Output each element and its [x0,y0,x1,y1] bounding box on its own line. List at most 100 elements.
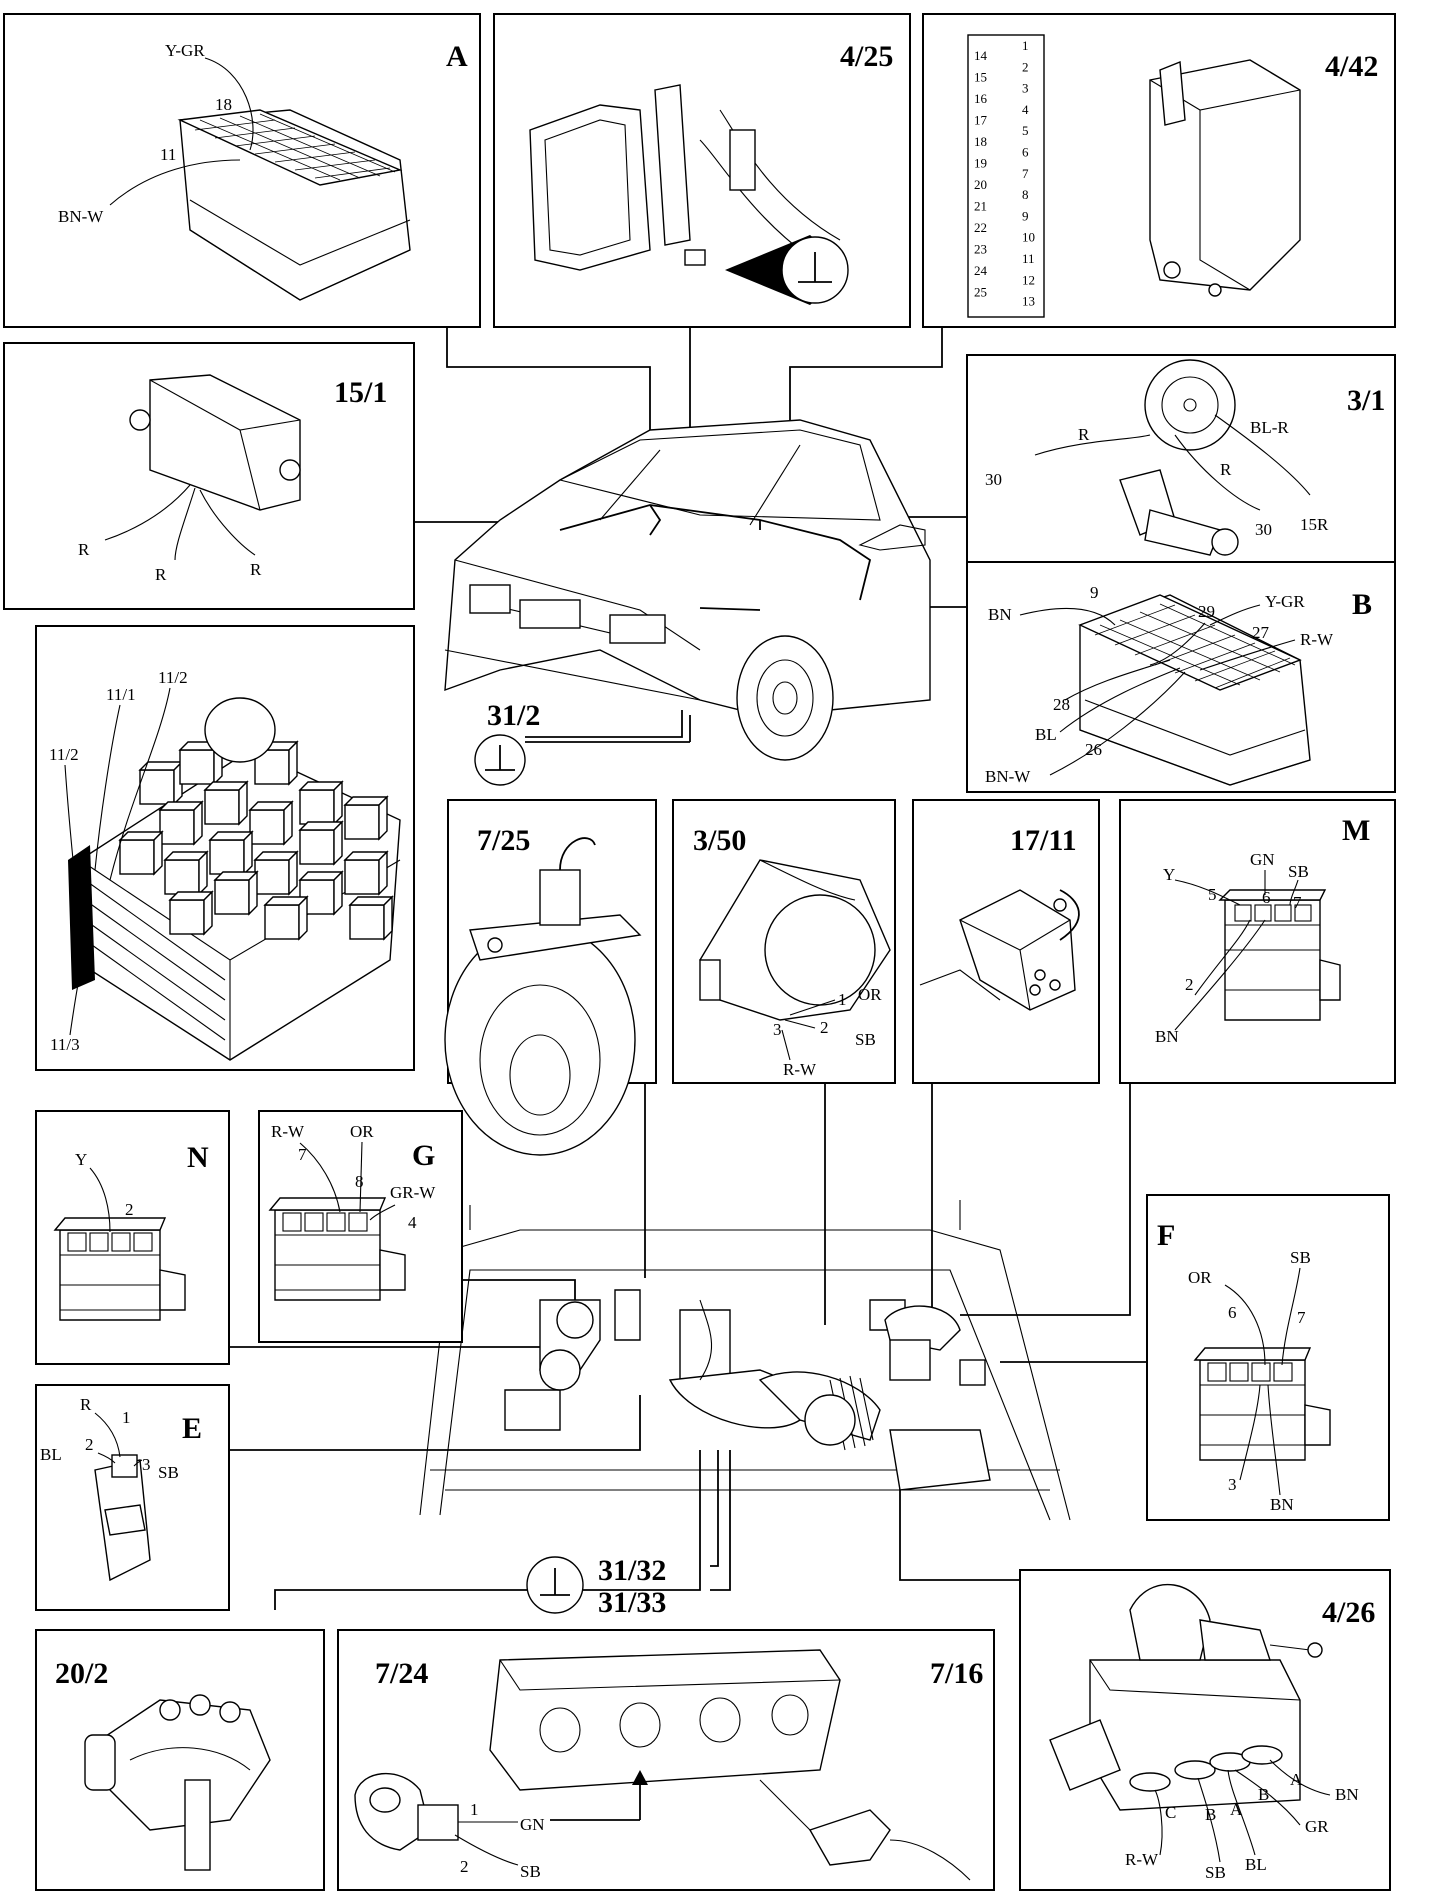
panel-3-1-title: 3/1 [1347,384,1385,417]
panel-m-label-bn: BN [1155,1027,1179,1046]
relay-cube [298,870,344,916]
panel-b-title: B [1352,588,1372,621]
panel-n-title: N [187,1141,209,1174]
panel-e-label-1: 1 [122,1408,131,1427]
panel-f-title: F [1157,1219,1175,1252]
panel-relay-box: 11/1 11/2 11/2 11/3 [35,625,415,1071]
panel-7-24-label-sb: SB [520,1862,541,1881]
panel-g-label-7: 7 [298,1145,307,1164]
pin-label: 12 [1022,272,1035,287]
ground-31-2: 31/2 [474,699,691,786]
panel-a-label-18: 18 [215,95,232,114]
panel-f: F SB OR 6 7 3 BN [1146,1194,1390,1521]
panel-f-label-sb: SB [1290,1248,1311,1267]
ground-31-2-title: 31/2 [487,699,540,732]
pin-label: 4 [1022,102,1029,117]
panel-b: B BN 9 29 Y-GR 27 R-W 28 BL 26 BN-W [966,561,1396,793]
panel-7-25: 7/25 [444,799,657,1156]
panel-7-25-title: 7/25 [477,824,530,857]
pin-label: 8 [1022,187,1029,202]
panel-g-label-4: 4 [408,1213,417,1232]
relay-cube [343,850,389,896]
pin-label: 10 [1022,230,1035,245]
relay-cube [298,780,344,826]
panel-g-title: G [412,1139,435,1172]
panel-3-1: 3/1 R BL-R 30 R 15R 30 [966,354,1396,566]
panel-f-label-bn: BN [1270,1495,1294,1514]
relay-cube [253,850,299,896]
relay-label-11-3: 11/3 [50,1035,80,1054]
panel-4-42-title: 4/42 [1325,50,1378,83]
pin-label: 1 [1022,38,1029,53]
pin-label: 5 [1022,123,1029,138]
panel-4-26-label-b1: B [1258,1785,1269,1804]
panel-a-label-11: 11 [160,145,176,164]
pin-label: 16 [974,91,988,106]
panel-m-label-7: 7 [1293,893,1302,912]
pin-label: 24 [974,263,988,278]
pin-label: 22 [974,220,987,235]
pin-label: 18 [974,134,987,149]
panel-3-1-label-30a: 30 [985,470,1002,489]
relay-cube [168,890,214,936]
relay-cube [203,780,249,826]
relay-label-11-1: 11/1 [106,685,136,704]
panel-4-25: 4/25 [493,13,911,328]
panel-f-label-6: 6 [1228,1303,1237,1322]
relay-cube [213,870,259,916]
relay-cube [248,800,294,846]
panel-7-24: 7/24 7/16 1 GN 2 SB [337,1629,995,1891]
panel-a-label-bnw: BN-W [58,207,104,226]
panel-4-26-label-gr: GR [1305,1817,1329,1836]
panel-3-50: 3/50 1 OR 2 SB 3 R-W [672,799,896,1084]
panel-a-title: A [446,40,468,73]
pin-label: 9 [1022,208,1029,223]
ground-31-32-33: 31/32 31/33 [526,1554,666,1619]
relay-cubes [118,740,394,941]
pin-label: 15 [974,70,987,85]
panel-3-50-label-3: 3 [773,1020,782,1039]
panel-3-50-label-or: OR [858,985,882,1004]
pin-label: 14 [974,48,988,63]
panel-4-25-title: 4/25 [840,40,893,73]
panel-e-label-r: R [80,1395,92,1414]
panel-b-label-29: 29 [1198,602,1215,621]
pin-label: 6 [1022,145,1029,160]
panel-20-2-title: 20/2 [55,1657,108,1690]
panel-e-label-2: 2 [85,1435,94,1454]
panel-3-50-label-sb: SB [855,1030,876,1049]
pin-label: 21 [974,199,987,214]
relay-cube [348,895,394,941]
relay-cube [163,850,209,896]
relay-cube [263,895,309,941]
engine-bay-illustration [419,1200,1071,1521]
panel-15-1: 15/1 R R R [3,342,415,610]
car-illustration [444,419,931,761]
panel-f-label-3: 3 [1228,1475,1237,1494]
panel-4-26-label-bn: BN [1335,1785,1359,1804]
panel-4-26-label-b2: B [1205,1805,1216,1824]
pin-label: 3 [1022,81,1029,96]
relay-label-11-2-left: 11/2 [49,745,79,764]
panel-15-1-label-r3: R [250,560,262,579]
panel-3-1-label-blr: BL-R [1250,418,1289,437]
panel-m-label-gn: GN [1250,850,1275,869]
panel-3-1-label-r: R [1078,425,1090,444]
ground-title-1: 31/32 [598,1554,666,1587]
panel-3-1-label-r2: R [1220,460,1232,479]
panel-15-1-title: 15/1 [334,376,387,409]
panel-b-label-28: 28 [1053,695,1070,714]
ground-title-2: 31/33 [598,1586,666,1619]
panel-n: N Y 2 [35,1110,230,1365]
panel-e-label-sb: SB [158,1463,179,1482]
panel-b-label-27: 27 [1252,623,1270,642]
panel-g-label-grw: GR-W [390,1183,436,1202]
panel-e-label-bl: BL [40,1445,62,1464]
panel-3-1-label-15r: 15R [1300,515,1329,534]
relay-cube [138,760,184,806]
panel-b-label-ygr: Y-GR [1265,592,1305,611]
panel-a-label-ygr: Y-GR [165,41,205,60]
